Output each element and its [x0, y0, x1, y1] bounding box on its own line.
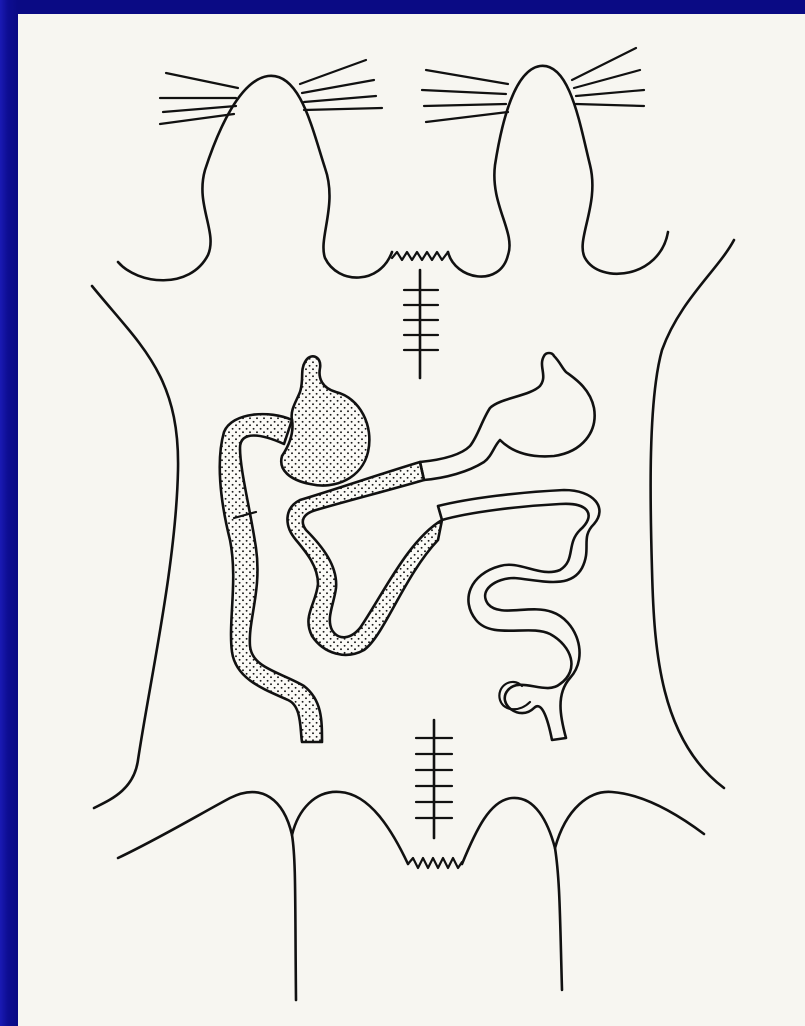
- right-rat-head: [422, 48, 668, 277]
- stomach: [281, 356, 369, 485]
- right-rat-whiskers-left: [422, 70, 508, 122]
- middle-stippled-loop: [287, 462, 442, 655]
- left-rat-head: [118, 60, 392, 280]
- right-rat-whiskers-right: [572, 48, 644, 106]
- lower-incision-suture: [416, 720, 452, 838]
- lower-skin-suture-zigzag: [408, 858, 462, 868]
- right-rat-hindquarters: [462, 792, 704, 990]
- left-rat-whiskers-right: [300, 60, 382, 110]
- junction-divider: [438, 506, 442, 520]
- upper-incision-suture: [404, 270, 438, 378]
- left-body-outline: [92, 286, 178, 808]
- left-rat-hindquarters: [118, 792, 408, 1000]
- right-stomach: [420, 353, 595, 480]
- upper-skin-suture-zigzag: [392, 252, 448, 260]
- right-unshaded-intestine: [438, 490, 599, 740]
- right-body-outline: [651, 240, 734, 788]
